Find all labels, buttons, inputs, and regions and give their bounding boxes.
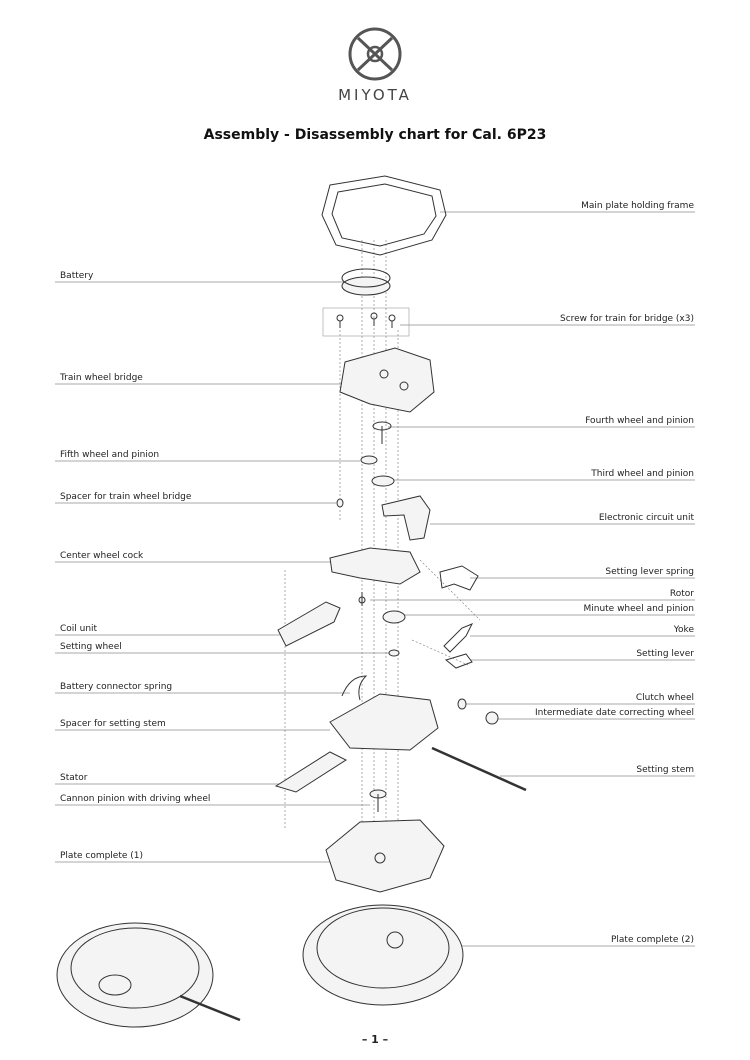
page-title: Assembly - Disassembly chart for Cal. 6P…: [203, 127, 547, 143]
fourth-wheel-part: [372, 421, 392, 444]
label-plate-complete-2: Plate complete (2): [610, 935, 694, 945]
battery-connector-spring-part: [341, 675, 368, 701]
spacer-train-bridge-part: [336, 498, 344, 508]
minute-wheel-part: [382, 610, 406, 624]
train-wheel-bridge-part: [339, 347, 435, 413]
setting-lever-spring-part: [439, 565, 479, 591]
label-third-wheel: Third wheel and pinion: [591, 469, 694, 479]
label-battery-connector: Battery connector spring: [60, 682, 173, 692]
page-number: – 1 –: [361, 1033, 389, 1046]
label-setting-stem: Setting stem: [636, 765, 694, 775]
clutch-wheel-part: [457, 698, 467, 710]
label-setting-lever: Setting lever: [636, 649, 694, 659]
label-rotor: Rotor: [669, 589, 694, 599]
center-wheel-cock-part: [329, 547, 421, 585]
electronic-circuit-part: [381, 495, 431, 541]
setting-stem-part: [431, 746, 527, 792]
label-yoke: Yoke: [673, 625, 694, 635]
label-fourth-wheel: Fourth wheel and pinion: [585, 416, 694, 426]
setting-lever-part: [444, 653, 473, 669]
battery-part: [341, 268, 391, 296]
label-setting-wheel: Setting wheel: [60, 642, 122, 652]
coil-unit-part: [277, 601, 341, 647]
label-center-wheel-cock: Center wheel cock: [60, 551, 144, 561]
label-intermediate-date: Intermediate date correcting wheel: [534, 708, 694, 718]
spacer-setting-stem-part: [329, 693, 439, 751]
label-coil-unit: Coil unit: [60, 624, 98, 634]
intermediate-date-wheel-part: [485, 711, 499, 725]
setting-wheel-part: [388, 649, 400, 657]
miyota-logo-icon: [348, 27, 402, 81]
label-spacer-train-bridge: Spacer for train wheel bridge: [60, 492, 192, 502]
label-spacer-setting-stem: Spacer for setting stem: [60, 719, 166, 729]
assembled-movement-part: [56, 922, 241, 1028]
leader-lines: [55, 211, 695, 947]
label-plate-complete-1: Plate complete (1): [60, 851, 144, 861]
label-setting-lever-spring: Setting lever spring: [605, 567, 694, 577]
label-cannon-pinion: Cannon pinion with driving wheel: [60, 794, 211, 804]
label-clutch-wheel: Clutch wheel: [635, 693, 694, 703]
screws-part: [336, 312, 396, 328]
stator-part: [274, 751, 348, 793]
label-main-plate-holding-frame: Main plate holding frame: [581, 201, 694, 211]
main-plate-holding-frame-part: [321, 175, 447, 256]
plate-complete-2-part: [302, 904, 464, 1006]
label-stator: Stator: [60, 773, 88, 783]
brand-name: MIYOTA: [338, 86, 412, 104]
rotor-part: [358, 592, 366, 606]
label-train-wheel-bridge: Train wheel bridge: [60, 373, 143, 383]
label-screw-train-bridge: Screw for train for bridge (x3): [559, 314, 694, 324]
yoke-part: [443, 623, 474, 653]
third-wheel-part: [371, 475, 395, 487]
label-minute-wheel: Minute wheel and pinion: [583, 604, 694, 614]
plate-complete-1-part: [325, 819, 445, 893]
cannon-pinion-part: [369, 789, 387, 812]
label-battery: Battery: [60, 271, 94, 281]
fifth-wheel-part: [360, 455, 378, 465]
label-electronic-circuit: Electronic circuit unit: [598, 513, 694, 523]
label-fifth-wheel: Fifth wheel and pinion: [60, 450, 160, 460]
